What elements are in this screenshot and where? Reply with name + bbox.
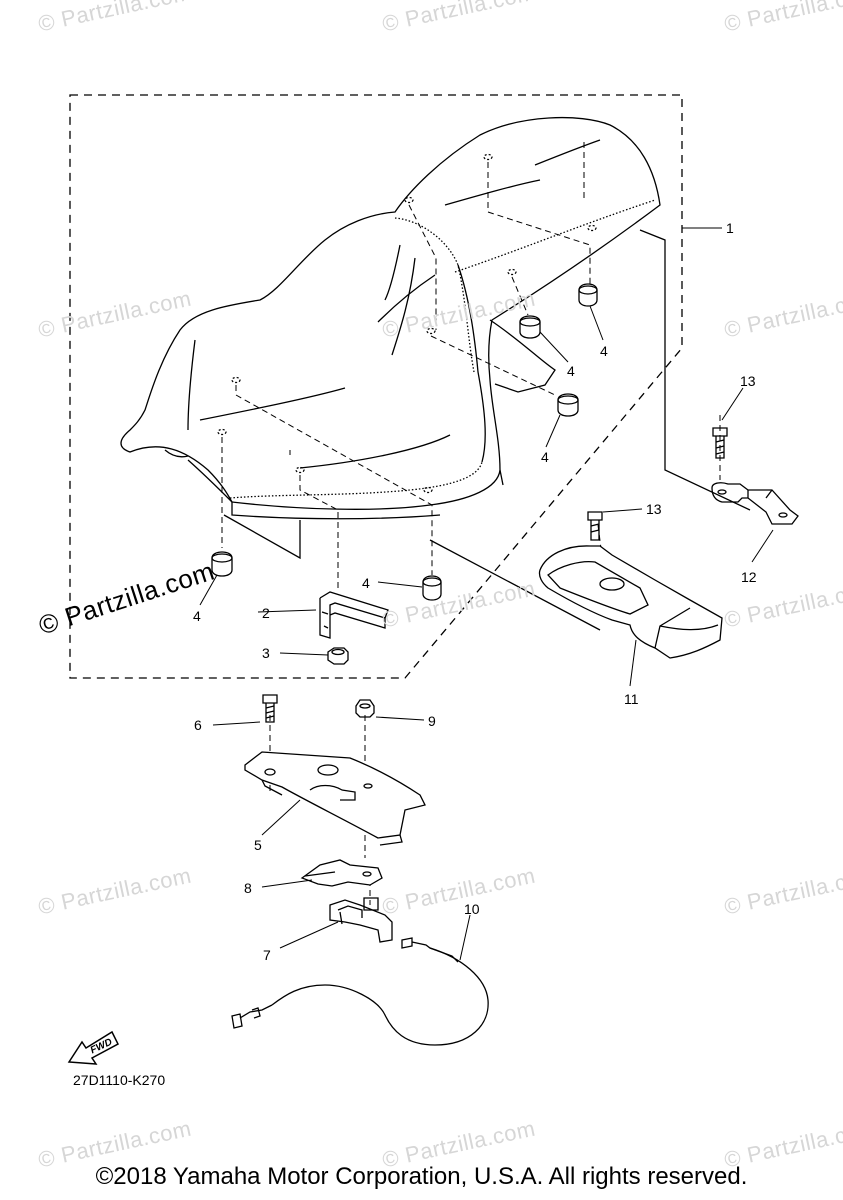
callout-4: 4: [567, 363, 575, 379]
assembly-boundary: [69, 94, 683, 679]
cover-plate-part: [538, 545, 723, 659]
callout-3: 3: [262, 645, 270, 661]
nut-9-part: [355, 699, 375, 718]
hook-bracket-part: [711, 482, 799, 525]
bolt-6-part: [262, 694, 278, 723]
callout-7: 7: [263, 947, 271, 963]
seat-holes: [217, 153, 597, 494]
fwd-arrow-icon: [67, 1030, 119, 1065]
seat-lock-cable-part: [231, 937, 489, 1046]
callout-13: 13: [646, 501, 662, 517]
callout-9: 9: [428, 713, 436, 729]
bracket-part: [319, 591, 389, 639]
callout-4: 4: [362, 575, 370, 591]
callout-4: 4: [541, 449, 549, 465]
leader-lines: [199, 227, 774, 961]
callout-5: 5: [254, 837, 262, 853]
nut-part: [327, 647, 349, 665]
callout-2: 2: [262, 605, 270, 621]
copyright-notice: ©2018 Yamaha Motor Corporation, U.S.A. A…: [95, 1163, 748, 1190]
callout-4: 4: [193, 608, 201, 624]
seat-lock-part: [329, 897, 393, 943]
lock-hook-part: [300, 859, 383, 887]
diagram-code: 27D1110-K270: [73, 1072, 166, 1088]
callout-10: 10: [464, 901, 480, 917]
callout-1: 1: [726, 220, 734, 236]
damper-parts: [211, 283, 598, 601]
seat-assembly: [120, 116, 751, 631]
callout-13: 13: [740, 373, 756, 389]
bolt-13-parts: [587, 427, 728, 541]
callout-8: 8: [244, 880, 252, 896]
seat-lock-plate-part: [244, 751, 426, 846]
callout-6: 6: [194, 717, 202, 733]
callout-4: 4: [600, 343, 608, 359]
callout-12: 12: [741, 569, 757, 585]
callout-11: 11: [624, 691, 639, 707]
